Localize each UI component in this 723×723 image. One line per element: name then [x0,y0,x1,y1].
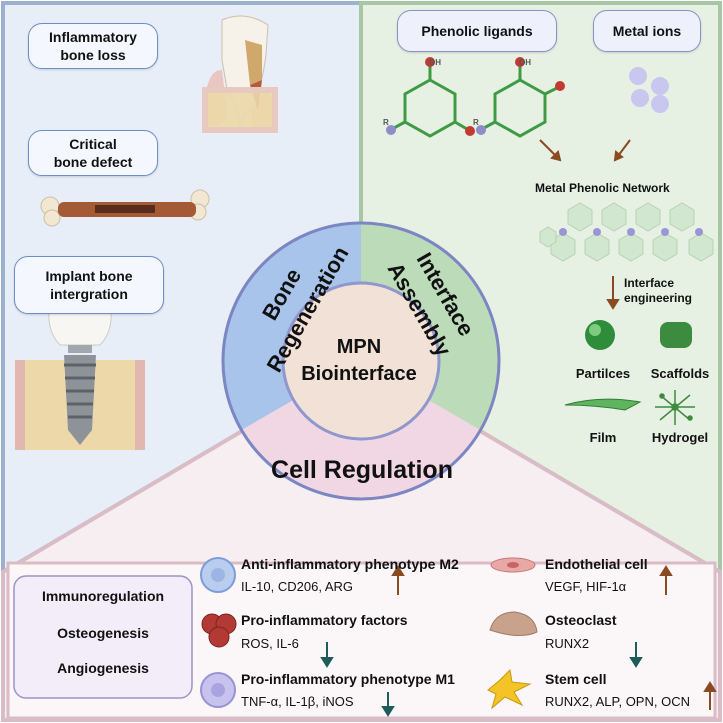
particle-highlight [589,324,601,336]
osteoclast-icon [489,611,538,636]
interface-engineering-label: Interface engineering [624,276,714,306]
pro-inflammatory-icon [201,613,237,648]
metal-phenolic-network [539,202,714,262]
implant-illustration [15,294,145,450]
pill-line: Implant bone [45,268,133,284]
label-line: engineering [624,291,693,305]
hydrogel-mesh [655,390,695,425]
r-group-label: R [383,118,389,127]
implant-integration-label: Implant bone intergration [14,256,164,314]
phenolic-ligands-label: Phenolic ligands [397,10,557,52]
stem-cell-detail: RUNX2, ALP, OPN, OCN [545,694,690,709]
function-osteogenesis: Osteogenesis [57,625,149,641]
engineering-arrow [606,276,620,310]
proinflammatory-detail: ROS, IL-6 [241,636,299,651]
hydroxyl-dot [465,126,475,136]
center-title: MPN Biointerface [284,334,434,388]
endothelial-title: Endothelial cell [545,556,648,572]
m1-detail: TNF-α, IL-1β, iNOS [241,694,354,709]
r-group-dot [476,125,486,135]
film-sheet [564,398,642,411]
bone-illustration [40,189,210,227]
tooth-illustration [202,15,278,133]
functions-box [13,575,193,699]
regulation-arrows [320,565,717,717]
pill-line: Inflammatory [49,29,137,45]
hydroxyl-dot [555,81,565,91]
pill-line: intergration [50,286,128,302]
proinflammatory-title: Pro-inflammatory factors [241,612,408,628]
inflammatory-bone-loss-label: Inflammatory bone loss [28,23,158,69]
label-line: Interface [624,276,675,290]
stem-cell-title: Stem cell [545,671,607,687]
scaffold-block [660,322,692,348]
metal-ions-label: Metal ions [593,10,701,52]
m2-detail: IL-10, CD206, ARG [241,579,353,594]
pill-line: Critical [69,136,117,152]
outer-ring [221,221,501,501]
function-angiogenesis: Angiogenesis [57,660,149,676]
critical-bone-defect-label: Critical bone defect [28,130,158,176]
assembly-arrows [539,139,631,162]
m2-nucleus [211,568,225,582]
center-line: MPN [336,336,382,358]
m2-title: Anti-inflammatory phenotype M2 [241,556,459,572]
function-immunoregulation: Immunoregulation [41,588,165,604]
cell-regulation-label: Cell Regulation [271,456,453,484]
stem-cell-icon [487,668,532,710]
hydrogel-label: Hydrogel [651,430,709,445]
r-group-dot [386,125,396,135]
pill-line: bone defect [53,154,133,170]
r-group-label: R [473,118,479,127]
network-nodes [559,228,703,236]
hydroxyl-label: OH [519,58,531,67]
scaffolds-label: Scaffolds [650,366,710,381]
film-label: Film [589,430,617,445]
phenolic-structure-2 [483,66,558,138]
endothelial-detail: VEGF, HIF-1α [545,579,627,594]
network-label: Metal Phenolic Network [535,181,670,195]
center-line: Biointerface [301,363,417,385]
osteoclast-detail: RUNX2 [545,636,590,651]
particle-sphere [585,320,615,350]
m1-title: Pro-inflammatory phenotype M1 [241,671,455,687]
pill-line: bone loss [60,47,126,63]
endothelial-nucleus [507,562,519,568]
center-circle [281,281,441,441]
hydroxyl-dot [515,57,525,67]
hydroxyl-label: OH [429,58,441,67]
m1-nucleus [211,683,225,697]
metal-ion-spheres [629,67,669,113]
phenolic-structure-1 [393,66,468,138]
hydroxyl-dot [425,57,435,67]
osteoclast-title: Osteoclast [545,612,617,628]
particles-label: Partilces [575,366,631,381]
